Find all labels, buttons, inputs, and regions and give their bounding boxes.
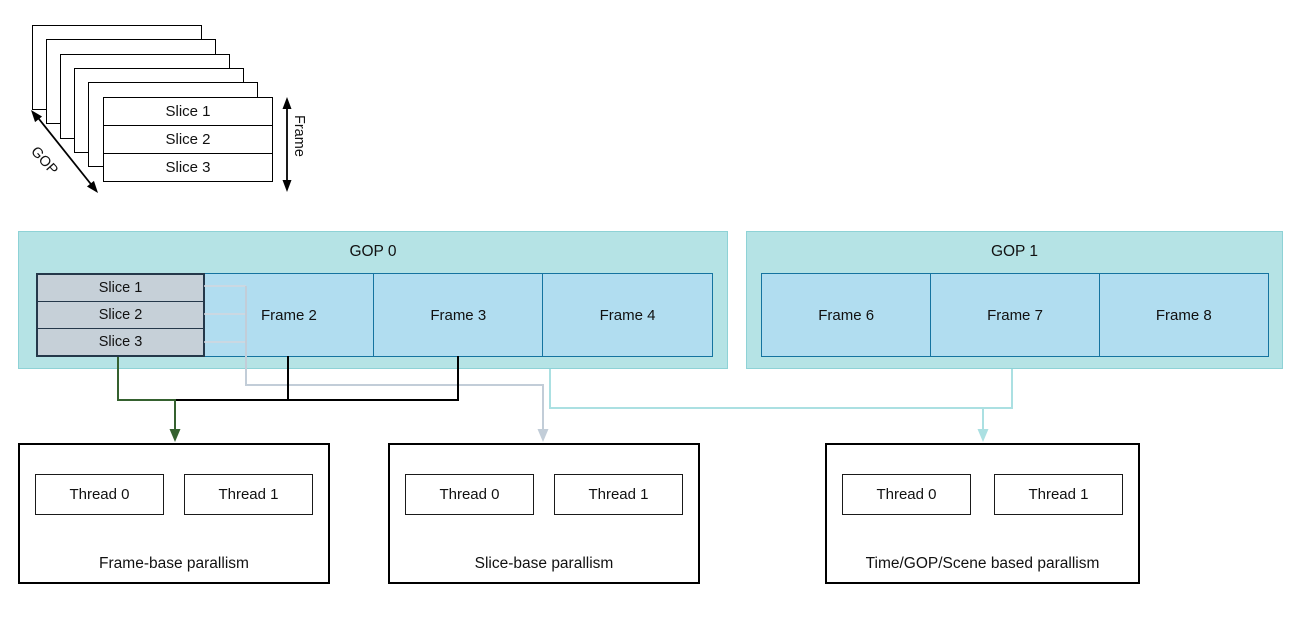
- frame-axis-label: Frame: [291, 115, 307, 157]
- thread-1-box: Thread 1: [994, 474, 1123, 515]
- slice-base-parallelism-box: Thread 0 Thread 1 Slice-base parallism: [388, 443, 700, 584]
- gop0-slice-3: Slice 3: [38, 328, 203, 355]
- stack-slice-2: Slice 2: [104, 125, 272, 153]
- front-frame: Slice 1 Slice 2 Slice 3: [103, 97, 273, 182]
- gop0-frame-2: Frame 2: [203, 273, 375, 357]
- gop0-frame-3: Frame 3: [372, 273, 544, 357]
- gop-based-parallelism-box: Thread 0 Thread 1 Time/GOP/Scene based p…: [825, 443, 1140, 584]
- gop1-frame-8: Frame 8: [1098, 273, 1269, 357]
- gop0-frame-row: Slice 1 Slice 2 Slice 3 Frame 2 Frame 3 …: [36, 273, 713, 357]
- stack-slice-1: Slice 1: [165, 103, 211, 120]
- gop0-sliced-frame: Slice 1 Slice 2 Slice 3: [36, 273, 205, 357]
- gop-based-parallelism-label: Time/GOP/Scene based parallism: [865, 555, 1100, 572]
- frame-base-parallelism-label: Frame-base parallism: [99, 555, 249, 572]
- gop1-title: GOP 1: [990, 243, 1039, 260]
- gop0-container: GOP 0 Slice 1 Slice 2 Slice 3 Frame 2 Fr…: [18, 231, 728, 369]
- down-arrow-icon: [977, 429, 989, 442]
- gop1-frame-row: Frame 6 Frame 7 Frame 8: [761, 273, 1269, 357]
- gop-axis-label: GOP: [27, 143, 61, 179]
- thread-1-box: Thread 1: [554, 474, 683, 515]
- down-arrow-icon: [537, 429, 549, 442]
- slice-base-parallelism-label: Slice-base parallism: [474, 555, 614, 572]
- thread-0-box: Thread 0: [405, 474, 534, 515]
- gop0-title: GOP 0: [349, 243, 397, 260]
- arrowhead-icon: [86, 180, 98, 193]
- thread-1-box: Thread 1: [184, 474, 313, 515]
- gop0-frame-4: Frame 4: [542, 273, 713, 357]
- frame-base-parallelism-box: Thread 0 Thread 1 Frame-base parallism: [18, 443, 330, 584]
- gop-parallelism-connector: [549, 369, 1013, 442]
- thread-0-box: Thread 0: [842, 474, 971, 515]
- gop0-slice-2: Slice 2: [38, 301, 203, 328]
- arrowhead-icon: [282, 97, 292, 109]
- gop0-slice-1: Slice 1: [98, 280, 143, 296]
- arrowhead-icon: [282, 180, 292, 192]
- down-arrow-icon: [169, 429, 181, 442]
- gop1-frame-6: Frame 6: [761, 273, 932, 357]
- gop1-frame-7: Frame 7: [929, 273, 1101, 357]
- gop1-container: GOP 1 Frame 6 Frame 7 Frame 8: [746, 231, 1283, 369]
- stack-slice-3: Slice 3: [104, 153, 272, 181]
- thread-0-box: Thread 0: [35, 474, 164, 515]
